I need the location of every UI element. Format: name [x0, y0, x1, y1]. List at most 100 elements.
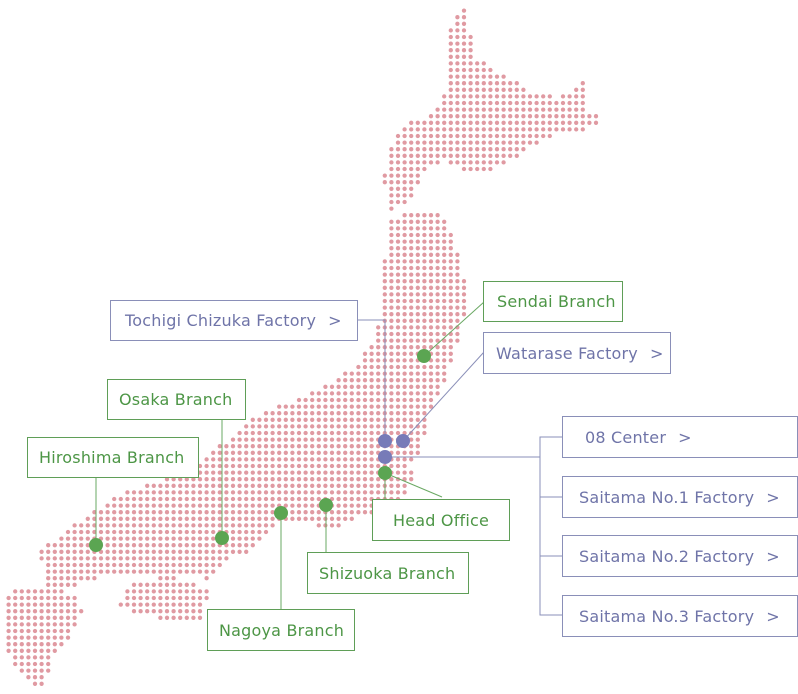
map-dot	[32, 622, 38, 627]
map-dot	[395, 364, 401, 370]
map-dot	[468, 74, 473, 79]
map-dot	[158, 496, 163, 502]
map-dot	[237, 543, 242, 548]
map-dot	[250, 457, 255, 462]
map-dot	[376, 371, 381, 376]
map-dot	[402, 463, 407, 469]
marker-head-office[interactable]	[378, 466, 392, 480]
label-08-center[interactable]: 08 Center >	[562, 416, 798, 458]
label-head-office[interactable]: Head Office	[372, 499, 510, 541]
map-dot	[171, 543, 176, 548]
label-sendai-branch[interactable]: Sendai Branch	[483, 281, 623, 322]
map-dot	[455, 153, 460, 158]
map-dot	[442, 292, 447, 297]
map-dot	[59, 589, 64, 594]
map-dot	[369, 424, 374, 429]
map-dot	[39, 589, 44, 594]
map-dot	[171, 496, 176, 502]
map-dot	[151, 569, 156, 574]
map-dot	[428, 298, 434, 304]
map-dot	[349, 417, 354, 422]
map-dot	[230, 549, 236, 554]
label-saitama-no2-factory[interactable]: Saitama No.2 Factory >	[562, 535, 798, 577]
marker-saitama[interactable]	[378, 450, 392, 464]
map-dot	[237, 457, 242, 462]
map-dot	[435, 325, 440, 330]
map-dot	[343, 430, 348, 436]
map-dot	[224, 510, 229, 515]
map-dot	[184, 615, 189, 620]
marker-osaka[interactable]	[215, 531, 229, 545]
map-dot	[39, 628, 44, 634]
map-dot	[290, 463, 295, 469]
map-dot	[369, 430, 374, 436]
map-dot	[197, 589, 203, 594]
label-saitama-no1-factory[interactable]: Saitama No.1 Factory >	[562, 476, 798, 518]
label-saitama-no3-factory[interactable]: Saitama No.3 Factory >	[562, 595, 798, 637]
map-dot	[184, 510, 189, 515]
map-dot	[376, 483, 381, 488]
map-dot	[19, 609, 24, 614]
map-dot	[448, 34, 453, 40]
map-dot	[422, 384, 427, 389]
map-dot	[316, 430, 321, 436]
map-dot	[409, 272, 414, 277]
map-dot	[422, 391, 427, 396]
label-shizuoka-branch[interactable]: Shizuoka Branch	[307, 552, 469, 594]
marker-shizuoka[interactable]	[319, 498, 333, 512]
map-dot	[574, 114, 579, 119]
map-dot	[138, 529, 143, 535]
map-dot	[461, 94, 467, 99]
map-dot	[323, 411, 328, 416]
map-dot	[475, 160, 480, 165]
map-dot	[178, 510, 183, 515]
label-tochigi-chizuka-factory[interactable]: Tochigi Chizuka Factory >	[110, 300, 358, 341]
map-dot	[501, 127, 506, 132]
map-dot	[26, 675, 31, 680]
map-dot	[389, 166, 394, 172]
label-osaka-branch[interactable]: Osaka Branch	[107, 379, 246, 420]
map-dot	[164, 562, 170, 568]
map-dot	[171, 569, 176, 574]
map-dot	[395, 397, 401, 403]
map-dot	[389, 338, 394, 343]
map-dot	[336, 397, 341, 403]
map-dot	[151, 582, 156, 587]
map-dot	[138, 510, 143, 515]
map-dot	[32, 595, 38, 601]
map-dot	[46, 549, 51, 554]
map-dot	[415, 265, 420, 271]
map-dot	[191, 543, 196, 548]
map-dot	[178, 609, 183, 614]
label-nagoya-branch[interactable]: Nagoya Branch	[207, 609, 355, 651]
connector-saitama-bracket	[539, 436, 563, 616]
map-dot	[59, 615, 64, 620]
map-dot	[336, 477, 341, 482]
map-dot	[415, 285, 420, 290]
map-dot	[191, 477, 196, 482]
map-dot	[422, 272, 427, 277]
label-watarase-factory[interactable]: Watarase Factory >	[483, 332, 671, 374]
label-hiroshima-branch[interactable]: Hiroshima Branch	[27, 437, 199, 478]
map-dot	[204, 457, 209, 462]
map-dot	[402, 450, 407, 455]
map-dot	[468, 133, 473, 139]
map-dot	[336, 503, 341, 508]
map-dot	[131, 582, 137, 587]
map-dot	[131, 543, 137, 548]
map-dot	[574, 100, 579, 106]
marker-hiroshima[interactable]	[89, 538, 103, 552]
marker-nagoya[interactable]	[274, 506, 288, 520]
map-dot	[415, 305, 420, 310]
map-dot	[270, 470, 275, 475]
marker-watarase[interactable]	[396, 434, 410, 448]
marker-tochigi-chizuka[interactable]	[378, 434, 392, 448]
map-dot	[290, 477, 295, 482]
map-dot	[362, 457, 368, 462]
map-dot	[178, 516, 183, 521]
map-dot	[46, 576, 51, 581]
map-dot	[118, 543, 123, 548]
map-dot	[336, 424, 341, 429]
map-dot	[52, 589, 57, 594]
marker-sendai[interactable]	[417, 349, 431, 363]
